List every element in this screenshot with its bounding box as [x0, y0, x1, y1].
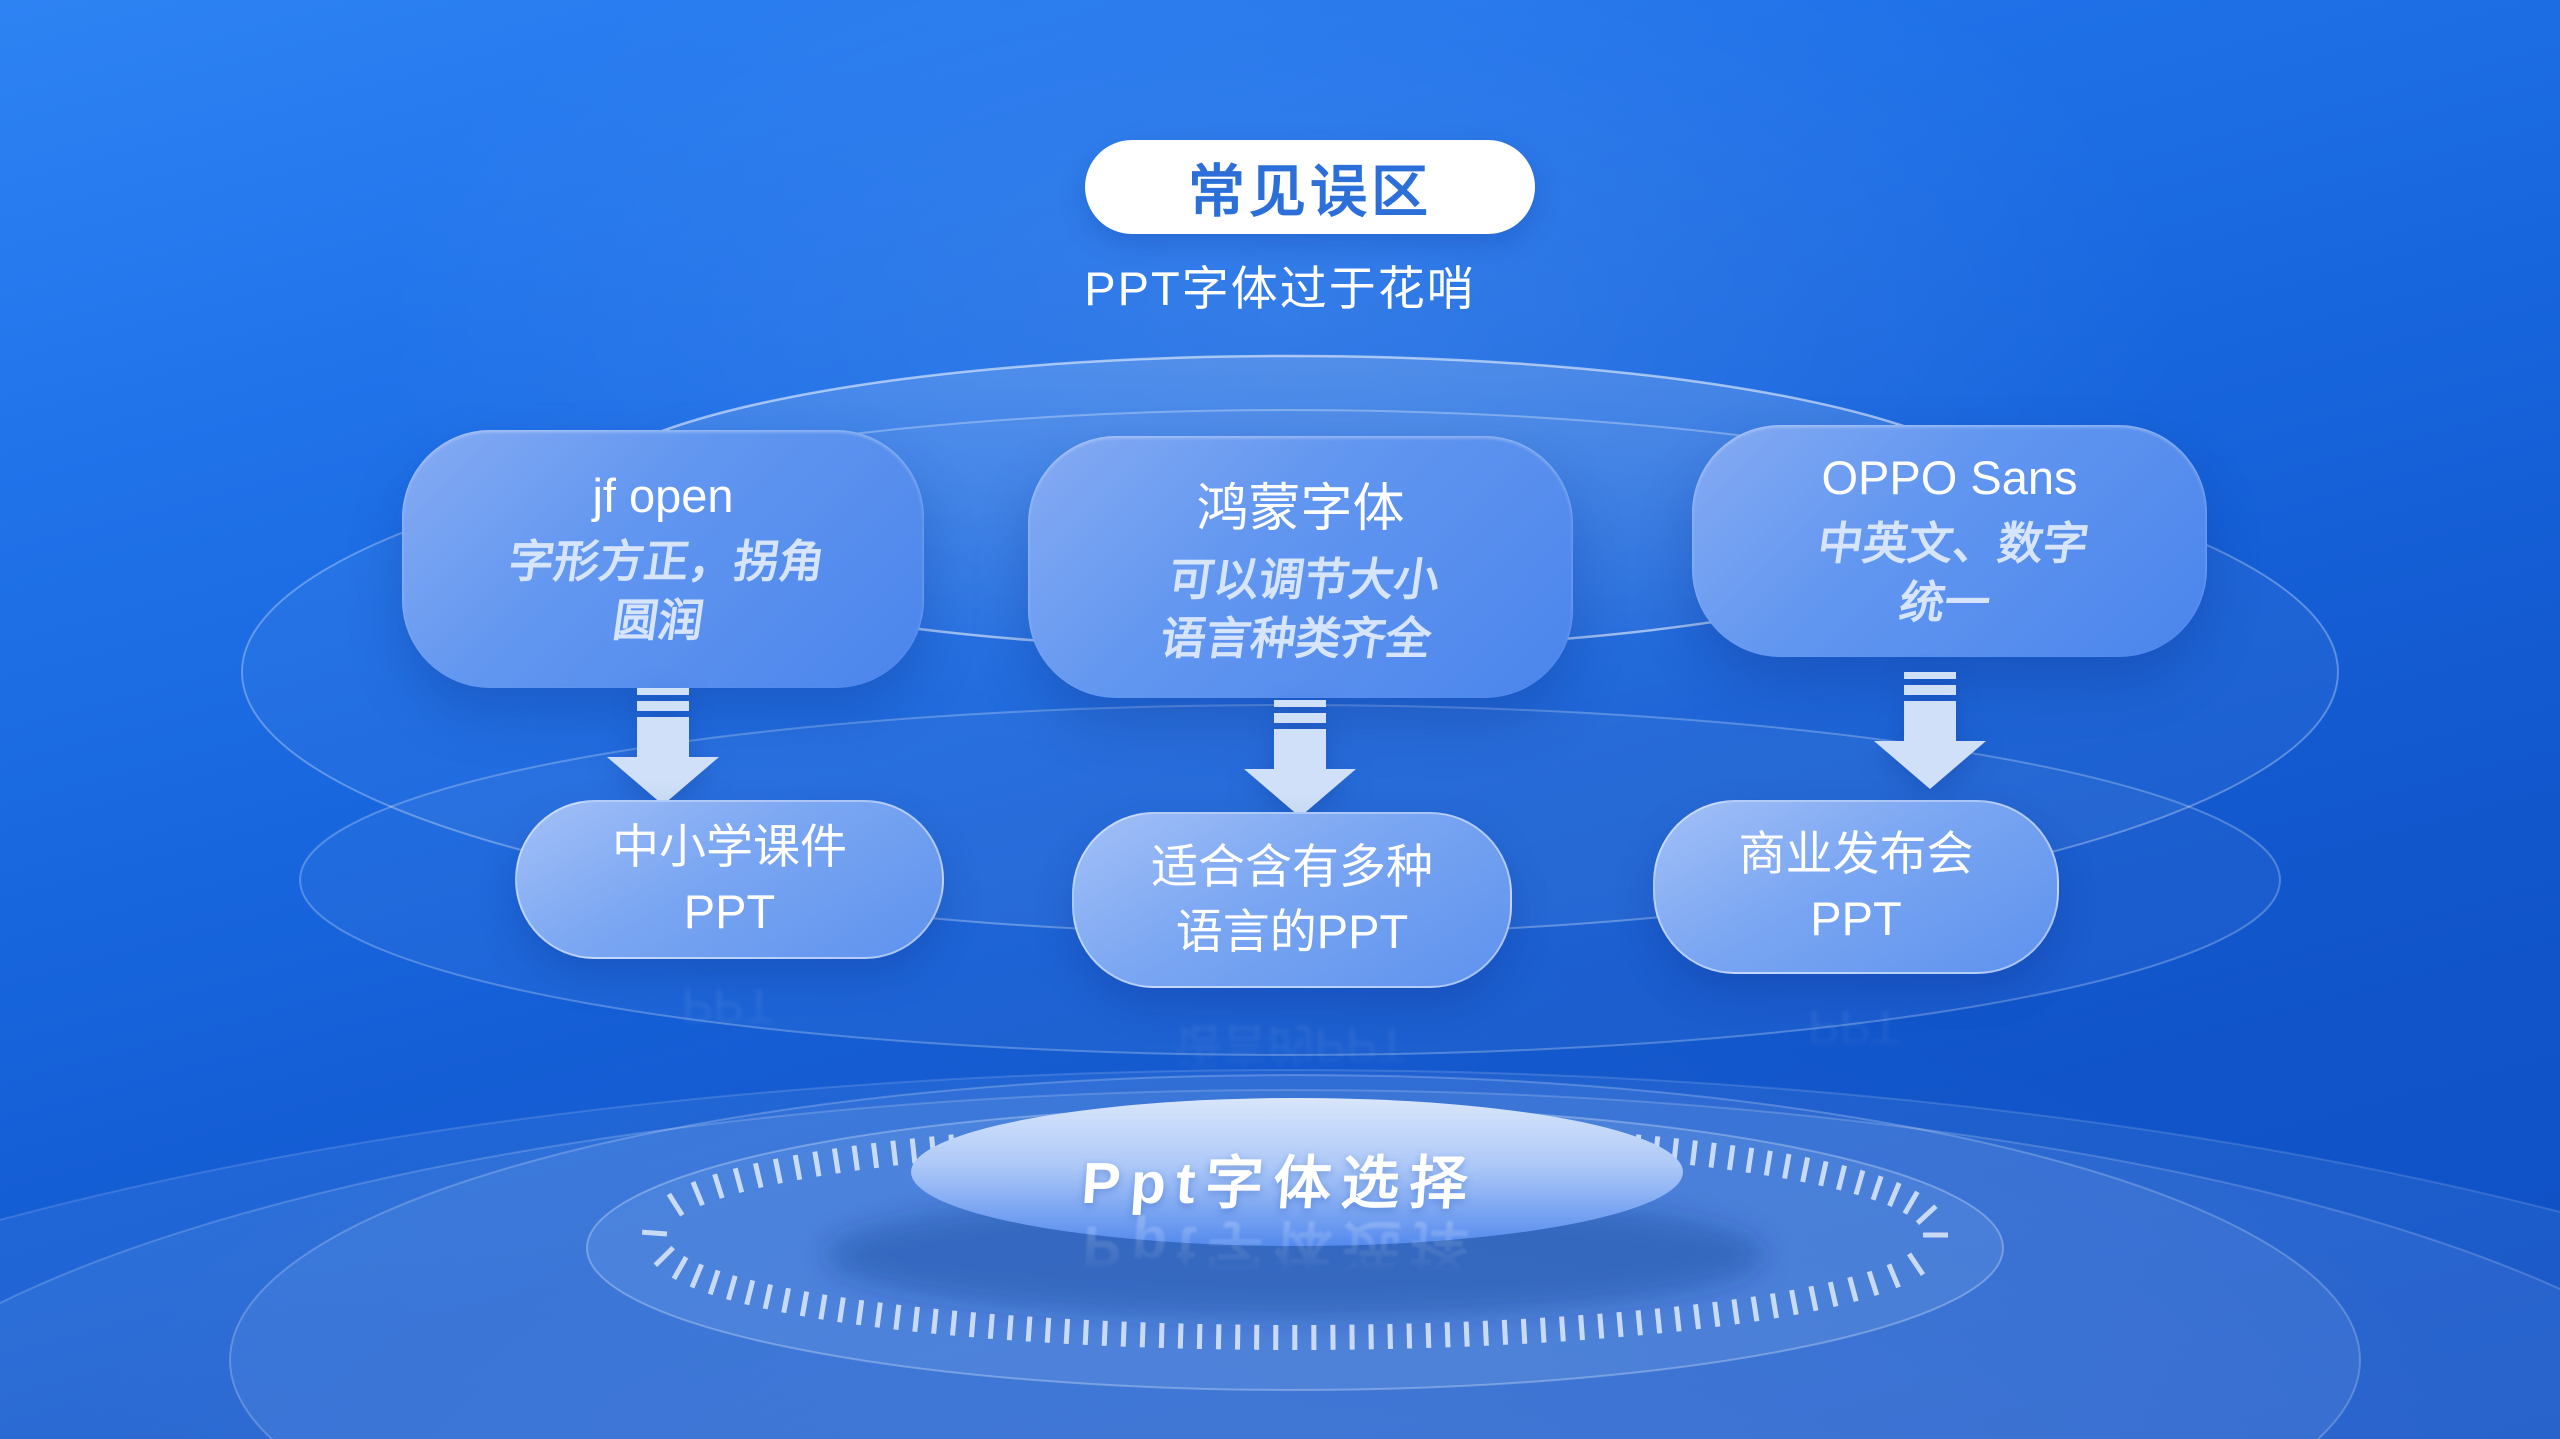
down-arrow-icon [1874, 672, 1986, 789]
font-description: 可以调节大小 语言种类齐全 [1157, 551, 1443, 668]
font-name: jf open [592, 469, 734, 522]
slide-subtitle: PPT字体过于花哨 [1084, 262, 1476, 315]
usage-line-reflection: 适合含有多种 [1149, 1084, 1431, 1137]
usage-line: 适合含有多种 [1151, 840, 1433, 894]
font-card-jf-open: jf open 字形方正，拐角 圆润 [402, 430, 924, 688]
usage-card: 中小学课件 PPT [515, 800, 944, 959]
usage-line: 商业发布会 [1738, 827, 1974, 881]
font-name: 鸿蒙字体 [1196, 480, 1405, 538]
arrow-head [1874, 741, 1986, 789]
usage-line-reflection: 商业发布会 [1736, 1066, 1972, 1119]
down-arrow-icon [607, 688, 719, 805]
usage-card-reflection: 商业发布会 PPT [1653, 978, 2055, 1124]
arrow-dash [1904, 685, 1956, 695]
title-badge: 常见误区 [1085, 140, 1535, 234]
font-desc-line: 可以调节大小 [1166, 554, 1444, 605]
usage-line: PPT [1810, 892, 1902, 945]
font-description: 字形方正，拐角 圆润 [497, 533, 828, 650]
usage-card-reflection: 适合含有多种 语言的PPT [1072, 992, 1508, 1142]
usage-line: 语言的PPT [1175, 905, 1409, 958]
usage-line-reflection: 中小学课件 [610, 1045, 845, 1098]
usage-card: 商业发布会 PPT [1653, 800, 2059, 974]
arrow-dash [1274, 700, 1326, 707]
arrow-dash [1904, 672, 1956, 679]
arrow-shaft [1904, 701, 1956, 741]
font-desc-line: 字形方正，拐角 [506, 536, 829, 587]
usage-card-reflection: 中小学课件 PPT [515, 963, 940, 1103]
usage-card: 适合含有多种 语言的PPT [1072, 812, 1512, 988]
arrow-dash [1274, 713, 1326, 723]
arrow-shaft [637, 717, 689, 757]
usage-line-reflection: PPT [681, 980, 774, 1034]
usage-line: PPT [683, 884, 776, 938]
font-desc-line: 统一 [1896, 576, 1995, 628]
arrow-dash [637, 701, 689, 711]
font-desc-line: 圆润 [610, 594, 708, 646]
arrow-shaft [1274, 729, 1326, 769]
usage-line-reflection: PPT [1808, 1001, 1900, 1055]
down-arrow-icon [1244, 700, 1356, 817]
arrow-head [1244, 769, 1356, 817]
font-card-oppo-sans: OPPO Sans 中英文、数字 统一 [1692, 425, 2207, 657]
usage-line: 中小学课件 [612, 819, 847, 873]
bottom-platform-label: Ppt字体选择 [1079, 1151, 1480, 1216]
usage-line-reflection: 语言的PPT [1173, 1019, 1407, 1073]
bottom-platform-label-reflection: Ppt字体选择 [1080, 1214, 1481, 1279]
font-desc-line: 中英文、数字 [1815, 518, 2093, 569]
arrow-dash [637, 688, 689, 695]
font-description: 中英文、数字 统一 [1806, 515, 2092, 632]
font-desc-line: 语言种类齐全 [1157, 612, 1436, 664]
arrow-head [607, 757, 719, 805]
font-name: OPPO Sans [1821, 451, 2078, 504]
font-card-harmony: 鸿蒙字体 可以调节大小 语言种类齐全 [1028, 436, 1573, 698]
